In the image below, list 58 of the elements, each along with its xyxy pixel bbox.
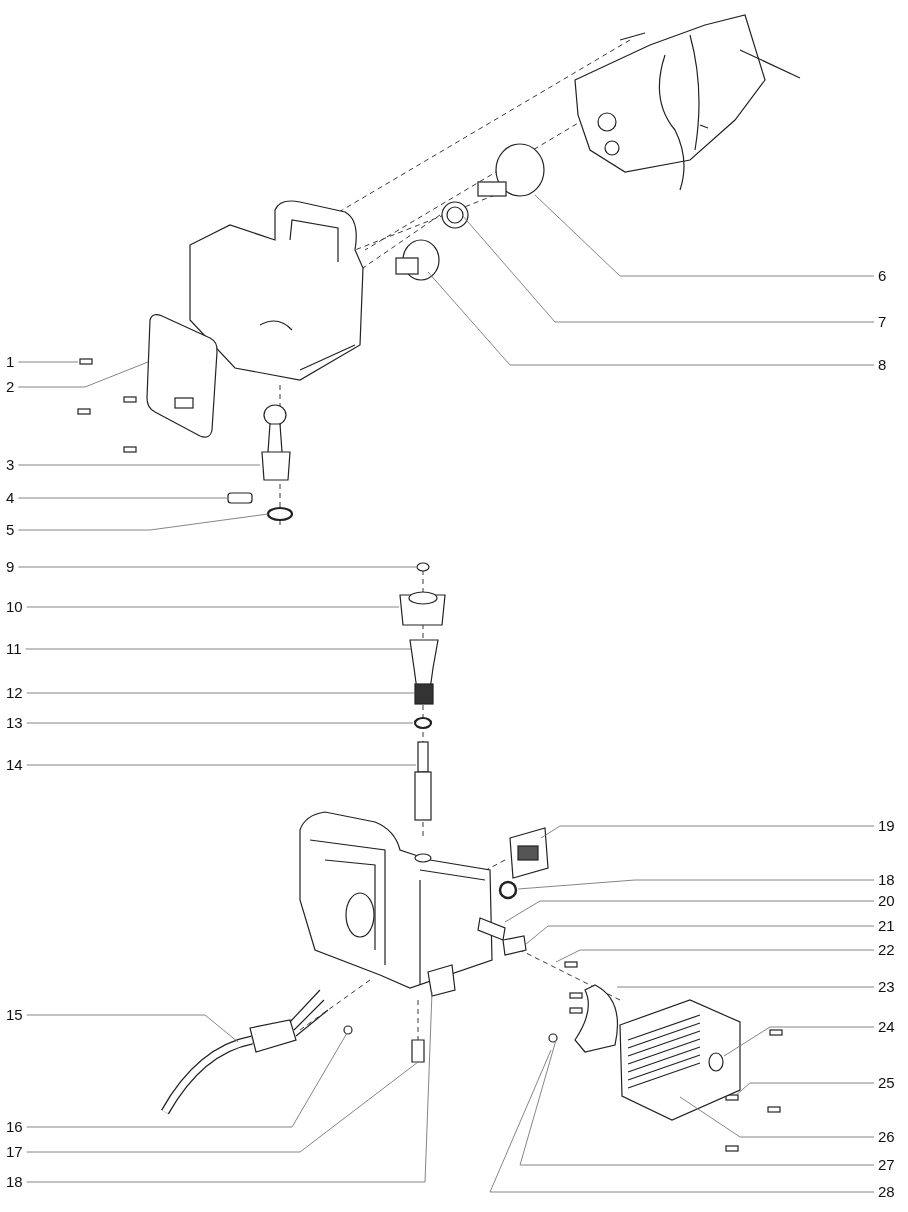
leader-line xyxy=(26,991,433,1183)
leader-line xyxy=(26,764,417,766)
leader-line xyxy=(504,900,875,923)
callout-number: 8 xyxy=(878,356,887,374)
leader-line xyxy=(723,1026,875,1057)
leader-line xyxy=(17,464,261,466)
callout-number: 9 xyxy=(6,558,15,576)
leader-line xyxy=(17,497,228,499)
leader-line xyxy=(616,986,875,988)
callout-number: 19 xyxy=(878,817,895,835)
callout-number: 3 xyxy=(6,456,15,474)
callout-number: 5 xyxy=(6,521,15,539)
leader-line xyxy=(734,1082,875,1097)
callout-number: 11 xyxy=(6,640,22,658)
leader-line xyxy=(540,825,875,839)
leader-line xyxy=(555,949,875,963)
callout-number: 18 xyxy=(6,1173,23,1191)
callout-number: 26 xyxy=(878,1128,895,1146)
callout-number: 10 xyxy=(6,598,23,616)
leader-line xyxy=(26,692,415,694)
callout-number: 12 xyxy=(6,684,23,702)
callout-number: 24 xyxy=(878,1018,895,1036)
leader-line xyxy=(679,1096,875,1138)
callout-number: 14 xyxy=(6,756,23,774)
callout-number: 17 xyxy=(6,1143,23,1161)
leader-line xyxy=(489,1049,875,1193)
callout-number: 18 xyxy=(878,871,895,889)
leader-line xyxy=(517,879,875,890)
leader-line xyxy=(534,194,875,277)
callout-number: 20 xyxy=(878,892,895,910)
leader-line xyxy=(519,1039,875,1166)
leader-line xyxy=(26,1032,348,1128)
callout-number: 27 xyxy=(878,1156,895,1174)
callout-number: 7 xyxy=(878,313,887,331)
leader-line xyxy=(427,271,875,366)
callout-number: 22 xyxy=(878,941,895,959)
callout-number: 16 xyxy=(6,1118,23,1136)
callout-number: 25 xyxy=(878,1074,895,1092)
callout-number: 13 xyxy=(6,714,23,732)
callout-number: 6 xyxy=(878,267,887,285)
leader-line xyxy=(17,361,79,363)
leader-line xyxy=(25,648,412,650)
leader-line xyxy=(17,566,417,568)
leader-line xyxy=(17,361,149,388)
leader-line xyxy=(26,1061,419,1153)
callout-number: 23 xyxy=(878,978,895,996)
leader-line xyxy=(525,925,875,945)
leader-line xyxy=(17,513,269,531)
callout-number: 1 xyxy=(6,353,15,371)
callout-number: 28 xyxy=(878,1183,895,1201)
leader-line xyxy=(26,1014,239,1043)
leader-line xyxy=(26,606,400,608)
leader-line xyxy=(26,722,414,724)
callout-number: 4 xyxy=(6,489,15,507)
callout-number: 15 xyxy=(6,1006,23,1024)
callout-number: 21 xyxy=(878,917,895,935)
callout-number: 2 xyxy=(6,378,15,396)
leader-line xyxy=(461,214,875,323)
